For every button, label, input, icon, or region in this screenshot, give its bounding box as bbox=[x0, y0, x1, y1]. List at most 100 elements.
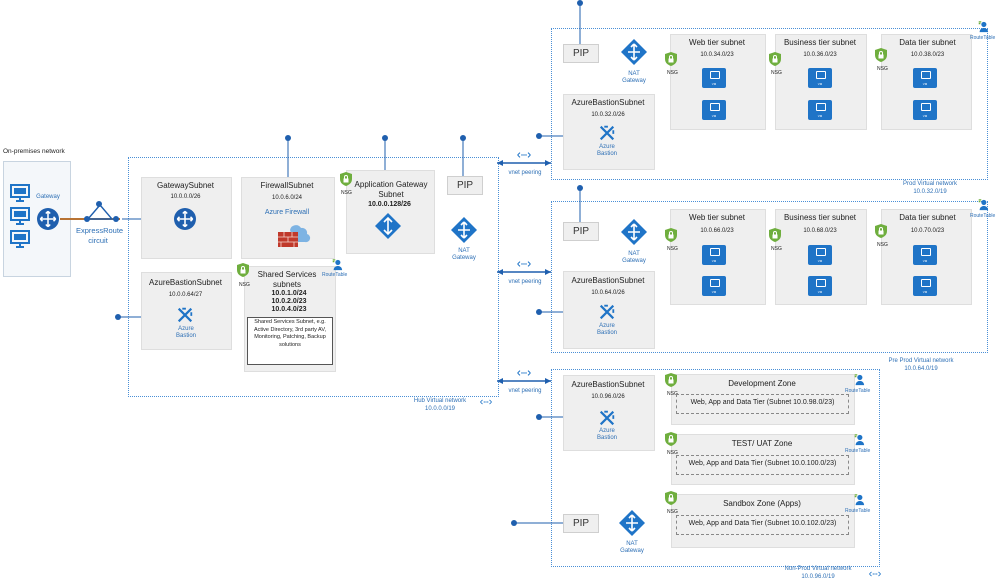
hub-pip: PIP bbox=[447, 176, 483, 195]
endpoint-dot bbox=[84, 216, 90, 222]
preprod-bastion-service: Azure Bastion bbox=[596, 323, 617, 336]
endpoint-dot bbox=[115, 314, 121, 320]
nat-gateway-icon bbox=[620, 38, 648, 66]
nonprod-bastion-cidr: 10.0.96.0/26 bbox=[591, 394, 625, 400]
preprod-business-cidr: 10.0.68.0/23 bbox=[803, 228, 837, 234]
monitor-icon bbox=[10, 230, 30, 248]
prod-bastion-cidr: 10.0.32.0/26 bbox=[591, 112, 625, 118]
sandbox-zone bbox=[671, 494, 855, 548]
sandbox-zone-title: Sandbox Zone (Apps) bbox=[723, 499, 801, 508]
nsg-label: NSG bbox=[667, 246, 678, 252]
vm-icon: VM bbox=[702, 68, 726, 88]
prod-business-title: Business tier subnet bbox=[783, 38, 857, 47]
routetable-label: RouteTable bbox=[322, 272, 348, 278]
routetable-label: RouteTable bbox=[845, 508, 871, 514]
endpoint-dot bbox=[382, 135, 388, 141]
hub-vnet-boundary bbox=[128, 157, 499, 397]
peering-icon bbox=[868, 570, 882, 578]
preprod-business-title: Business tier subnet bbox=[783, 213, 857, 222]
prod-bastion-service: Azure Bastion bbox=[596, 144, 617, 157]
endpoint-dot bbox=[285, 135, 291, 141]
routetable-icon bbox=[977, 199, 989, 211]
uat-zone-detail: Web, App and Data Tier (Subnet 10.0.100.… bbox=[676, 455, 849, 475]
dev-zone-title: Development Zone bbox=[728, 379, 796, 388]
prod-vnet-boundary bbox=[551, 28, 988, 180]
prod-vnet-cidr: 10.0.32.0/19 bbox=[913, 189, 947, 195]
peering-label: vnet peering bbox=[508, 170, 542, 176]
nat-gateway-icon bbox=[620, 218, 648, 246]
vm-icon: VM bbox=[702, 276, 726, 296]
expressroute-label: ExpressRoute circuit bbox=[76, 226, 124, 245]
nonprod-nat-label: NAT Gateway bbox=[620, 541, 644, 554]
preprod-web-cidr: 10.0.66.0/23 bbox=[700, 228, 734, 234]
preprod-vnet-boundary bbox=[551, 201, 988, 353]
nonprod-vnet-boundary bbox=[551, 369, 880, 567]
hub-bastion-title: AzureBastionSubnet bbox=[149, 278, 222, 287]
prod-web-cidr: 10.0.34.0/23 bbox=[700, 52, 734, 58]
onprem-title: On-premises network bbox=[3, 148, 65, 155]
onprem-gateway-label: Gateway bbox=[36, 194, 60, 200]
bastion-icon bbox=[598, 124, 616, 142]
firewall-subnet-cidr: 10.0.6.0/24 bbox=[271, 195, 303, 201]
hub-bastion-service: Azure Bastion bbox=[175, 326, 196, 339]
vm-icon: VM bbox=[808, 245, 832, 265]
endpoint-dot bbox=[96, 201, 102, 207]
nsg-label: NSG bbox=[239, 282, 250, 288]
shared-services-title: Shared Services subnets bbox=[257, 270, 317, 289]
firewall-subnet-title: FirewallSubnet bbox=[260, 181, 314, 190]
routetable-icon bbox=[331, 259, 343, 271]
peering-icon bbox=[479, 398, 493, 406]
prod-vnet-label: Prod Virtual network bbox=[903, 181, 957, 187]
endpoint-dot bbox=[536, 414, 542, 420]
routetable-icon bbox=[853, 494, 865, 506]
dev-zone bbox=[671, 374, 855, 425]
nsg-shield-icon bbox=[237, 263, 249, 277]
preprod-data-cidr: 10.0.70.0/23 bbox=[910, 228, 945, 234]
nsg-label: NSG bbox=[771, 70, 782, 76]
peering-icon bbox=[516, 369, 532, 377]
nat-gateway-icon bbox=[618, 509, 646, 537]
gateway-subnet-cidr: 10.0.0.0/26 bbox=[170, 194, 201, 200]
vm-icon: VM bbox=[702, 245, 726, 265]
peering-label: vnet peering bbox=[508, 388, 542, 394]
appgw-subnet bbox=[346, 170, 435, 254]
appgw-subnet-cidr: 10.0.0.128/26 bbox=[368, 201, 411, 208]
bastion-icon bbox=[598, 303, 616, 321]
preprod-web-title: Web tier subnet bbox=[689, 213, 745, 222]
endpoint-dot bbox=[511, 520, 517, 526]
nsg-label: NSG bbox=[877, 242, 888, 248]
preprod-vnet-label: Pre Prod Virtual network bbox=[888, 358, 954, 364]
nonprod-bastion-title: AzureBastionSubnet bbox=[571, 380, 645, 389]
nsg-label: NSG bbox=[667, 391, 678, 397]
endpoint-dot bbox=[113, 216, 119, 222]
bastion-icon bbox=[598, 409, 616, 427]
nsg-shield-icon bbox=[340, 172, 352, 186]
vm-icon: VM bbox=[913, 100, 937, 120]
appgw-subnet-title: Application Gateway Subnet bbox=[354, 180, 428, 199]
prod-data-title: Data tier subnet bbox=[899, 38, 956, 47]
nsg-label: NSG bbox=[877, 66, 888, 72]
monitor-icon bbox=[10, 184, 30, 202]
endpoint-dot bbox=[577, 0, 583, 6]
firewall-icon bbox=[278, 225, 311, 247]
uat-zone-title: TEST/ UAT Zone bbox=[731, 439, 793, 448]
shared-cidr-2: 10.0.2.0/23 bbox=[271, 298, 307, 305]
peering-icon bbox=[516, 151, 532, 159]
prod-business-cidr: 10.0.36.0/23 bbox=[803, 52, 837, 58]
endpoint-dot bbox=[536, 309, 542, 315]
preprod-data-title: Data tier subnet bbox=[899, 213, 956, 222]
vm-icon: VM bbox=[808, 100, 832, 120]
nonprod-bastion-service: Azure Bastion bbox=[596, 428, 617, 441]
uat-zone bbox=[671, 434, 855, 485]
sandbox-zone-detail: Web, App and Data Tier (Subnet 10.0.102.… bbox=[676, 515, 849, 535]
vm-icon: VM bbox=[702, 100, 726, 120]
routetable-label: RouteTable bbox=[970, 35, 996, 41]
routetable-label: RouteTable bbox=[970, 213, 996, 219]
prod-data-cidr: 10.0.38.0/23 bbox=[910, 52, 945, 58]
routetable-label: RouteTable bbox=[845, 448, 871, 454]
endpoint-dot bbox=[536, 133, 542, 139]
app-gateway-icon bbox=[375, 213, 401, 239]
hub-bastion-cidr: 10.0.0.64/27 bbox=[168, 292, 203, 298]
hub-bastion-subnet bbox=[141, 272, 232, 350]
prod-web-title: Web tier subnet bbox=[689, 38, 745, 47]
